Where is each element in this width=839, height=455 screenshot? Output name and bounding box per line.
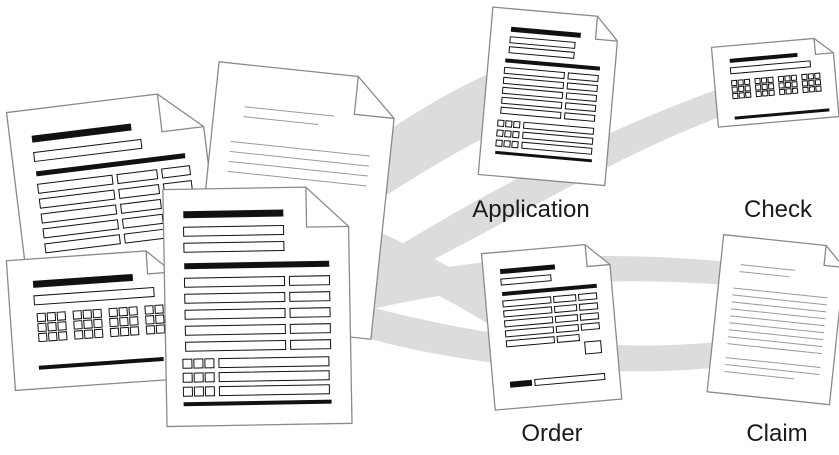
checkbox-cell	[777, 75, 785, 83]
pile-check-doc	[5, 250, 181, 392]
checkbox-cell	[755, 90, 762, 98]
checkbox-cell	[56, 311, 67, 321]
checkbox-cell	[73, 330, 84, 340]
checkbox-cell	[145, 325, 156, 335]
checkbox-cell	[778, 88, 786, 96]
checkbox-cell	[155, 324, 166, 334]
checkbox-cell	[129, 326, 140, 336]
checkbox-cell	[737, 79, 744, 86]
checkbox-cell	[784, 75, 791, 82]
checkbox-cell	[743, 78, 751, 86]
order-label: Order	[521, 420, 583, 447]
checkbox-cell	[57, 331, 68, 341]
checkbox-cell	[732, 92, 739, 100]
checkbox-cell	[761, 90, 769, 97]
checkbox-cell	[784, 81, 792, 89]
checkbox-cell	[731, 86, 738, 93]
checkbox-cell	[109, 327, 120, 338]
checkbox-cell	[47, 321, 57, 332]
check-label: Check	[743, 196, 813, 223]
checkbox-cell	[37, 322, 47, 333]
checkbox-cell	[785, 88, 792, 95]
checkbox-cell	[129, 316, 139, 326]
claim-label: Claim	[746, 420, 808, 447]
checkbox-cell	[814, 78, 822, 86]
checkbox-cell	[73, 320, 83, 330]
checkbox-cell	[790, 74, 798, 82]
checkbox-cell	[109, 317, 119, 328]
checkbox-cell	[815, 85, 822, 92]
checkbox-cell	[83, 319, 93, 329]
checkbox-cell	[802, 86, 809, 94]
checkbox-cell	[83, 329, 94, 339]
checkbox-cell	[93, 328, 104, 339]
checkbox-cell	[72, 310, 83, 320]
checkbox-cell	[119, 326, 130, 337]
checkbox-cell	[118, 306, 129, 317]
checkbox-cell	[754, 84, 762, 91]
checkbox-cell	[760, 77, 768, 84]
checkbox-cell	[744, 85, 751, 92]
checkbox-cell	[92, 308, 103, 319]
checkbox-cell	[108, 307, 119, 318]
checkbox-cell	[57, 321, 67, 331]
checkbox-cell	[791, 87, 799, 95]
checkbox-cell	[145, 315, 155, 325]
checkbox-cell	[37, 332, 48, 343]
checkbox-cell	[730, 79, 738, 87]
checkbox-cell	[767, 76, 774, 84]
checkbox-cell	[46, 311, 57, 322]
checkbox-cell	[768, 89, 775, 97]
order-document-icon	[480, 243, 623, 411]
application-document-icon	[477, 6, 619, 187]
checkbox-cell	[791, 81, 798, 88]
checkbox-cell	[47, 331, 58, 342]
checkbox-cell	[119, 316, 129, 327]
checkbox-cell	[93, 318, 103, 329]
checkbox-cell	[144, 305, 154, 315]
checkbox-cell	[778, 82, 785, 89]
checkbox-cell	[808, 79, 815, 87]
checkbox-cell	[154, 304, 164, 314]
checkbox-cell	[754, 77, 761, 85]
checkbox-cell	[82, 309, 93, 320]
application-label: Application	[472, 196, 590, 223]
stream-to-check	[360, 85, 740, 295]
claim-document-icon	[706, 233, 839, 406]
checkbox-cell	[36, 312, 47, 323]
checkbox-cell	[814, 72, 821, 80]
checkbox-cell	[808, 86, 816, 93]
checkbox-cell	[807, 73, 815, 80]
checkbox-cell	[155, 314, 165, 324]
stream-to-claim	[340, 300, 716, 372]
checkbox-cell	[745, 91, 752, 99]
pile-form-doc-front	[162, 186, 353, 428]
checkbox-cell	[738, 92, 746, 99]
checkbox-cell	[737, 85, 745, 93]
checkbox-cell	[761, 83, 768, 91]
check-document-icon	[710, 37, 839, 128]
checkbox-cell	[128, 306, 138, 316]
checkbox-cell	[801, 80, 809, 87]
checkbox-cell	[767, 83, 775, 90]
checkbox-cell	[801, 73, 808, 81]
